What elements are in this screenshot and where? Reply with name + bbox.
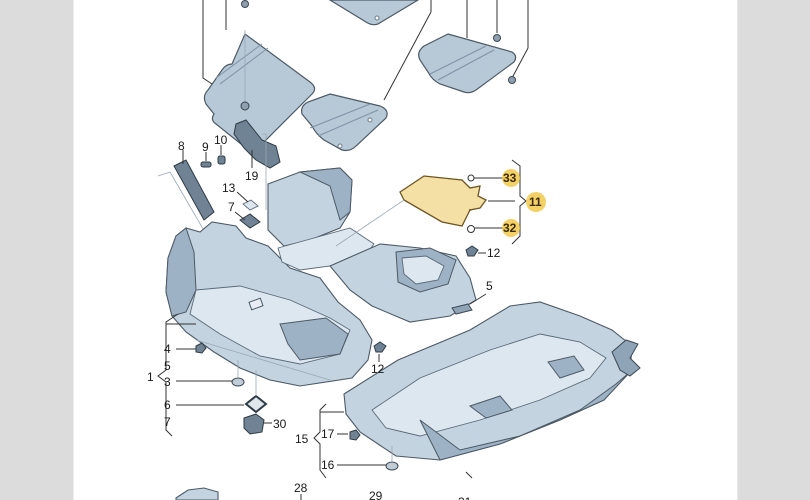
part-bottom-left-cover[interactable] (175, 487, 219, 500)
floor-covering-rear[interactable] (343, 301, 641, 461)
part-13-cap[interactable] (236, 191, 259, 211)
label-28: 28 (294, 481, 308, 495)
bracket-1 (157, 313, 179, 437)
highlight-11 (526, 192, 546, 212)
part-5-clip-right[interactable] (451, 293, 487, 315)
floor-covering-tunnel[interactable] (267, 167, 477, 323)
part-4-nut[interactable] (176, 342, 207, 354)
label-11[interactable]: 11 (529, 195, 542, 209)
label-7-lower: 7 (164, 415, 171, 429)
leader-bottom-right (465, 471, 473, 479)
label-19: 19 (245, 169, 259, 183)
highlight-33 (502, 169, 520, 187)
part-16-grommet[interactable] (337, 446, 399, 471)
label-7-upper: 7 (228, 200, 235, 214)
label-13: 13 (222, 181, 236, 195)
floor-mat-front-right[interactable] (328, 0, 420, 26)
label-17: 17 (321, 427, 335, 441)
label-5-right: 5 (486, 279, 493, 293)
floor-mat-front-left[interactable] (203, 0, 316, 151)
bracket-15 (313, 403, 327, 479)
label-9: 9 (202, 140, 209, 154)
label-33[interactable]: 33 (503, 171, 517, 185)
label-29: 29 (369, 489, 383, 500)
part-30-cap[interactable] (243, 413, 272, 435)
label-30: 30 (273, 417, 287, 431)
part-32-clip[interactable] (467, 225, 506, 233)
part-17-nut[interactable] (337, 429, 361, 441)
part-3-grommet[interactable] (176, 360, 245, 387)
part-12-clip-upper[interactable] (465, 245, 486, 257)
label-16: 16 (321, 458, 335, 472)
part-11-insulation-mat[interactable] (335, 175, 487, 247)
floor-mat-rear-right[interactable] (418, 33, 517, 94)
floor-mat-rear-left[interactable] (301, 93, 388, 152)
label-3: 3 (164, 375, 171, 389)
label-5-left: 5 (164, 359, 171, 373)
label-4: 4 (164, 342, 171, 356)
label-31: 31 (458, 495, 472, 500)
label-8: 8 (178, 139, 185, 153)
part-8-pedal-cover[interactable] (173, 150, 215, 221)
label-15: 15 (295, 432, 309, 446)
label-12-lower: 12 (371, 362, 385, 376)
part-19-bracket[interactable] (233, 119, 281, 210)
part-6-frame[interactable] (176, 370, 268, 414)
highlight-32 (502, 219, 520, 237)
part-10-clip[interactable] (217, 145, 226, 165)
part-33-clip[interactable] (467, 174, 505, 182)
floor-covering-front[interactable] (165, 221, 373, 387)
part-12-clip-lower[interactable] (373, 341, 387, 362)
label-1: 1 (147, 370, 154, 384)
label-32[interactable]: 32 (503, 221, 517, 235)
bracket-11 (511, 159, 527, 245)
label-12-upper: 12 (487, 246, 501, 260)
part-7-clip-upper[interactable] (234, 211, 261, 229)
label-6: 6 (164, 398, 171, 412)
part-9-screw[interactable] (200, 152, 212, 168)
label-10: 10 (214, 133, 228, 147)
